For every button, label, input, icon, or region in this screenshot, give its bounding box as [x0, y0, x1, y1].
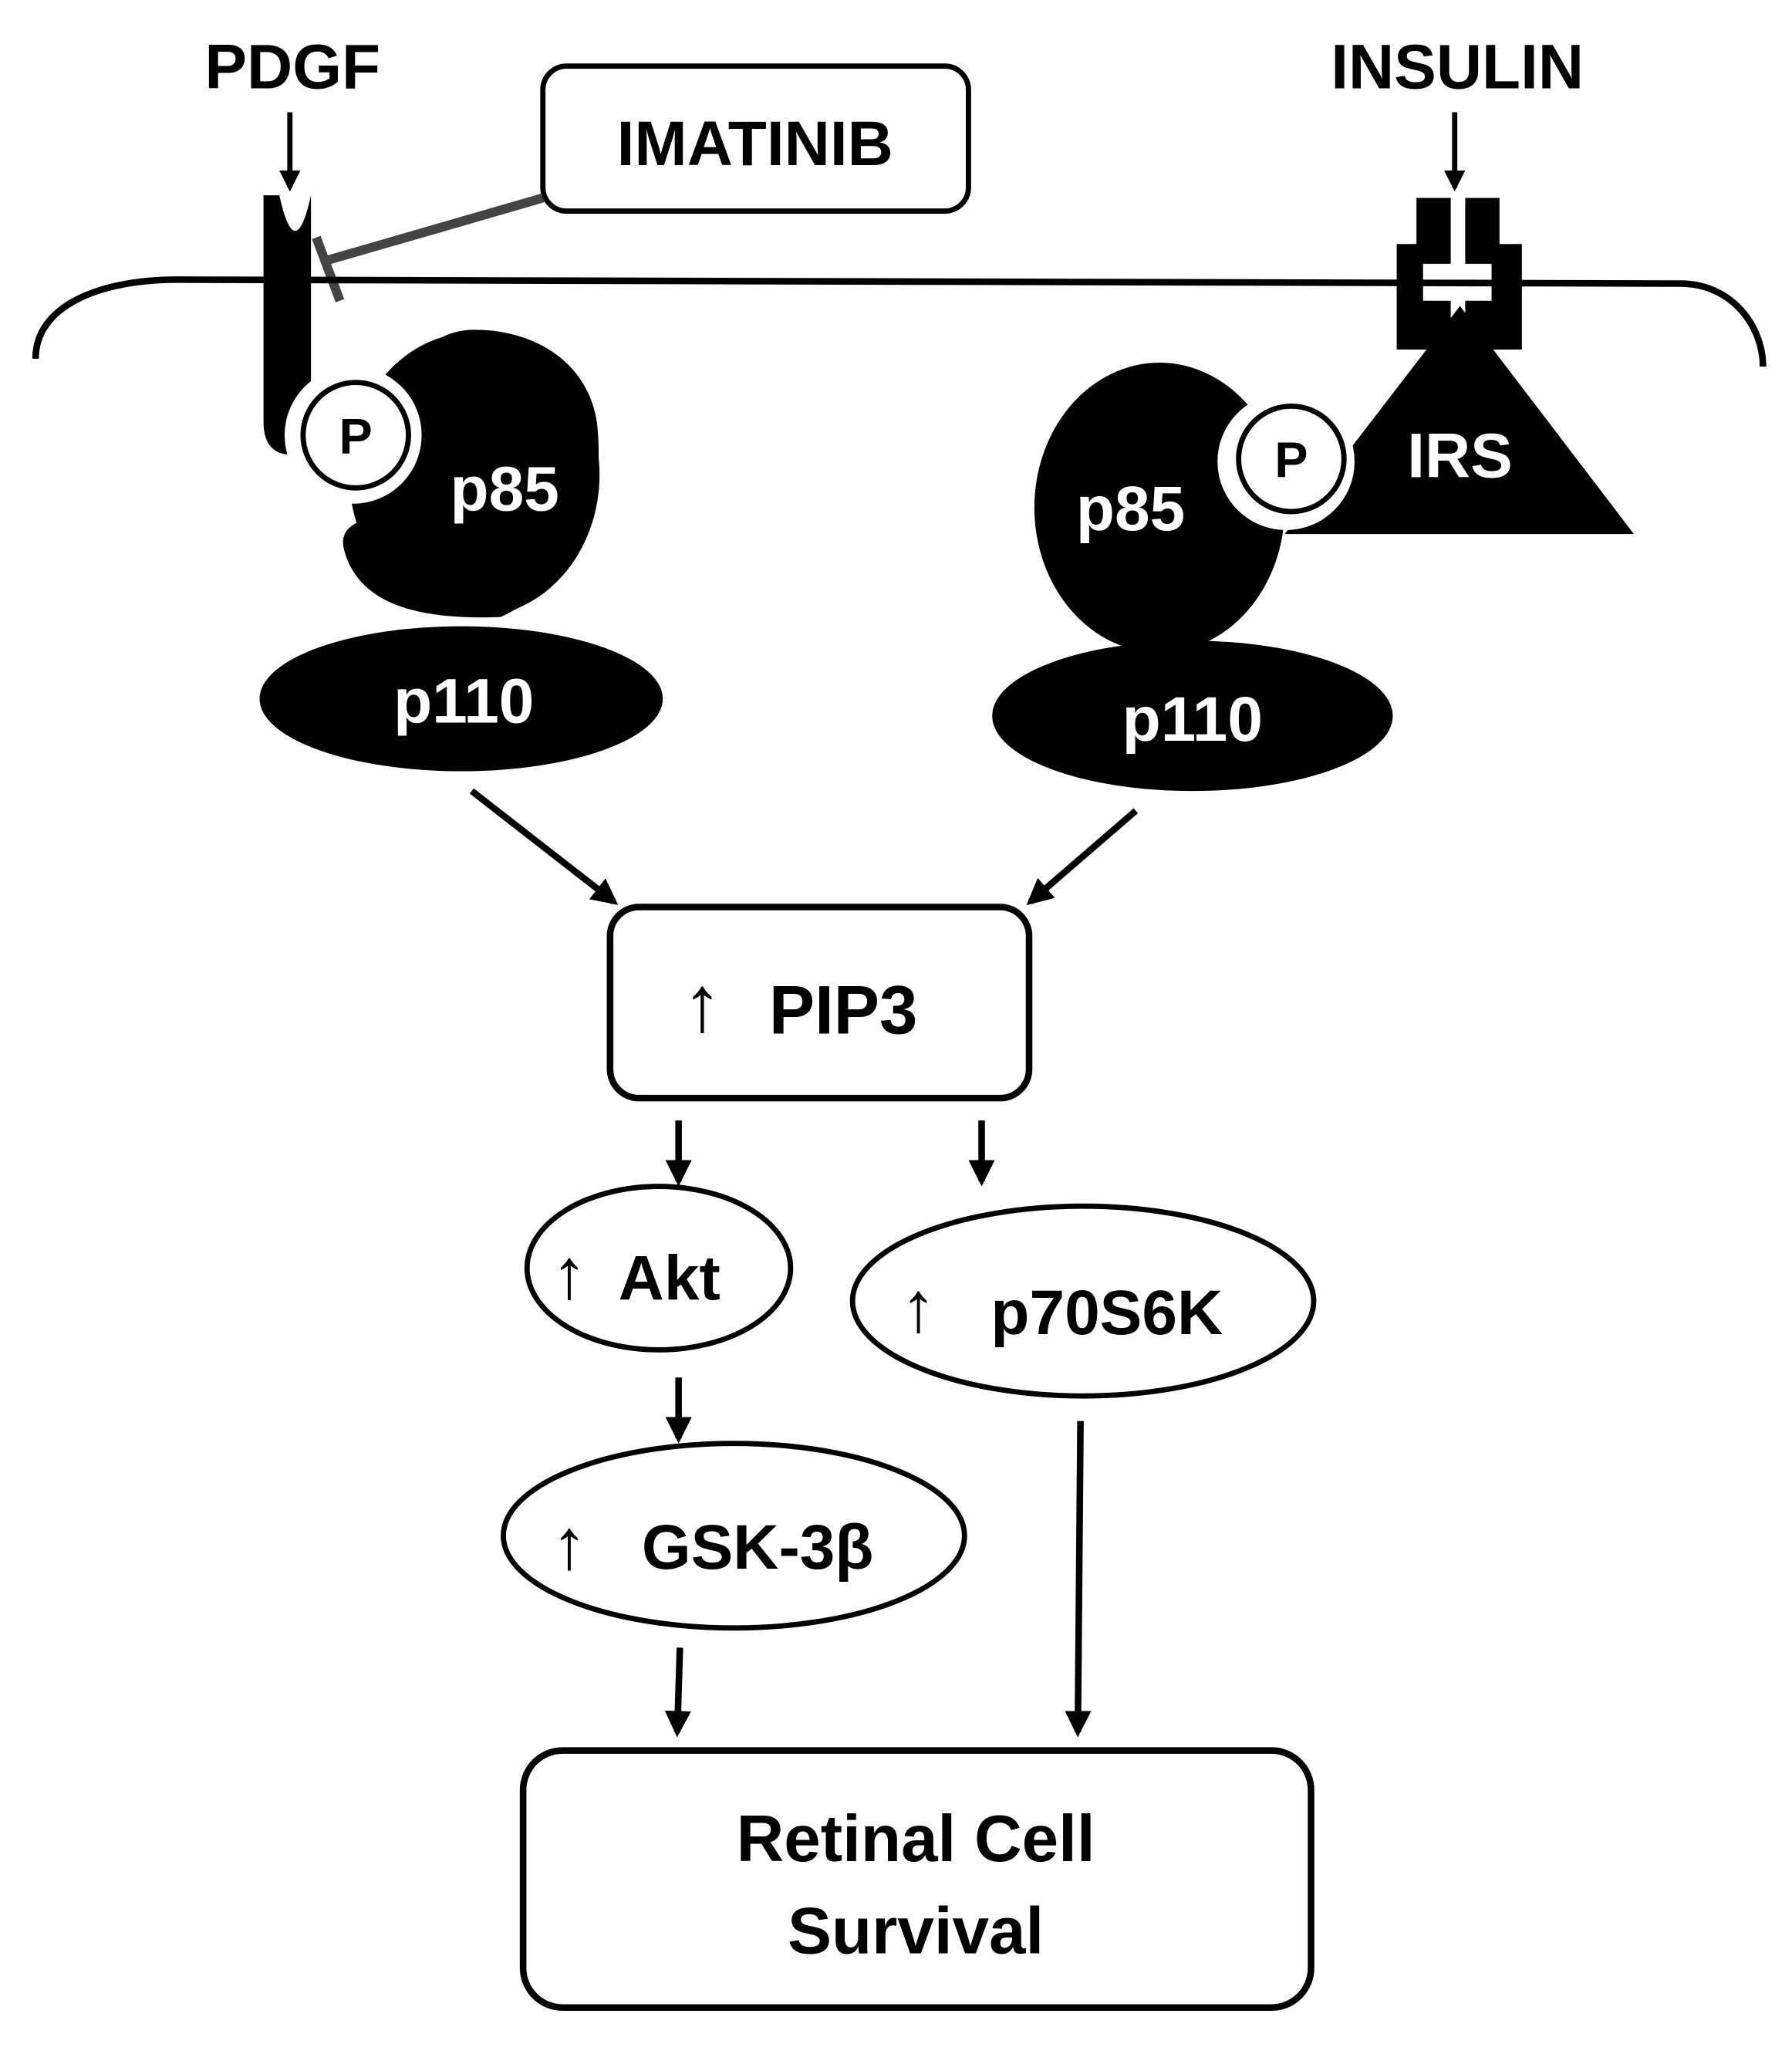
pip3-up-arrow: ↑ [683, 959, 722, 1048]
inhibition-bar [312, 235, 345, 302]
akt-up-arrow: ↑ [552, 1235, 587, 1314]
p70s6k-label: p70S6K [990, 1278, 1223, 1348]
right-p85 [1034, 363, 1285, 653]
imatinib-label: IMATINIB [617, 109, 893, 179]
left-p110 [259, 626, 663, 772]
p70s6k-node [849, 1203, 1317, 1399]
left-phospho-label: P [339, 408, 373, 465]
p70s6k-up-arrow: ↑ [900, 1267, 936, 1346]
left-p85-label: p85 [451, 454, 559, 524]
arrow-right-to-pip3 [1026, 808, 1139, 906]
right-phospho [1236, 403, 1347, 515]
right-p110 [992, 640, 1393, 792]
akt-label: Akt [619, 1243, 721, 1313]
irs-triangle [1284, 306, 1635, 535]
imatinib-box [540, 63, 971, 215]
left-p110-label: p110 [393, 666, 534, 736]
insulin-receptor [1396, 198, 1522, 350]
gsk3b-label: GSK-3β [642, 1512, 874, 1583]
pdgf-label: PDGF [204, 32, 380, 103]
akt-node [524, 1184, 794, 1353]
pip3-label: PIP3 [769, 971, 918, 1048]
survival-box [519, 1747, 1314, 2011]
inhibition-line [322, 193, 545, 266]
arrow-gsk-to-survival [664, 1647, 691, 1738]
arrow-left-to-pip3 [469, 788, 619, 905]
gsk3b-up-arrow: ↑ [552, 1505, 587, 1584]
arrow-p70-to-survival [1065, 1421, 1092, 1738]
survival-line1: Retinal Cell [737, 1802, 1095, 1876]
right-phospho-label: P [1274, 432, 1308, 488]
right-p110-label: p110 [1122, 684, 1263, 755]
pip3-box [606, 904, 1033, 1102]
cell-membrane [32, 276, 1767, 367]
survival-line2: Survival [788, 1895, 1044, 1968]
right-p85-label: p85 [1076, 474, 1185, 544]
pdgf-receptor [263, 195, 312, 455]
gsk3b-node [501, 1441, 967, 1631]
insulin-label: INSULIN [1331, 32, 1584, 103]
left-phospho [300, 380, 411, 491]
irs-label: IRS [1407, 421, 1513, 492]
